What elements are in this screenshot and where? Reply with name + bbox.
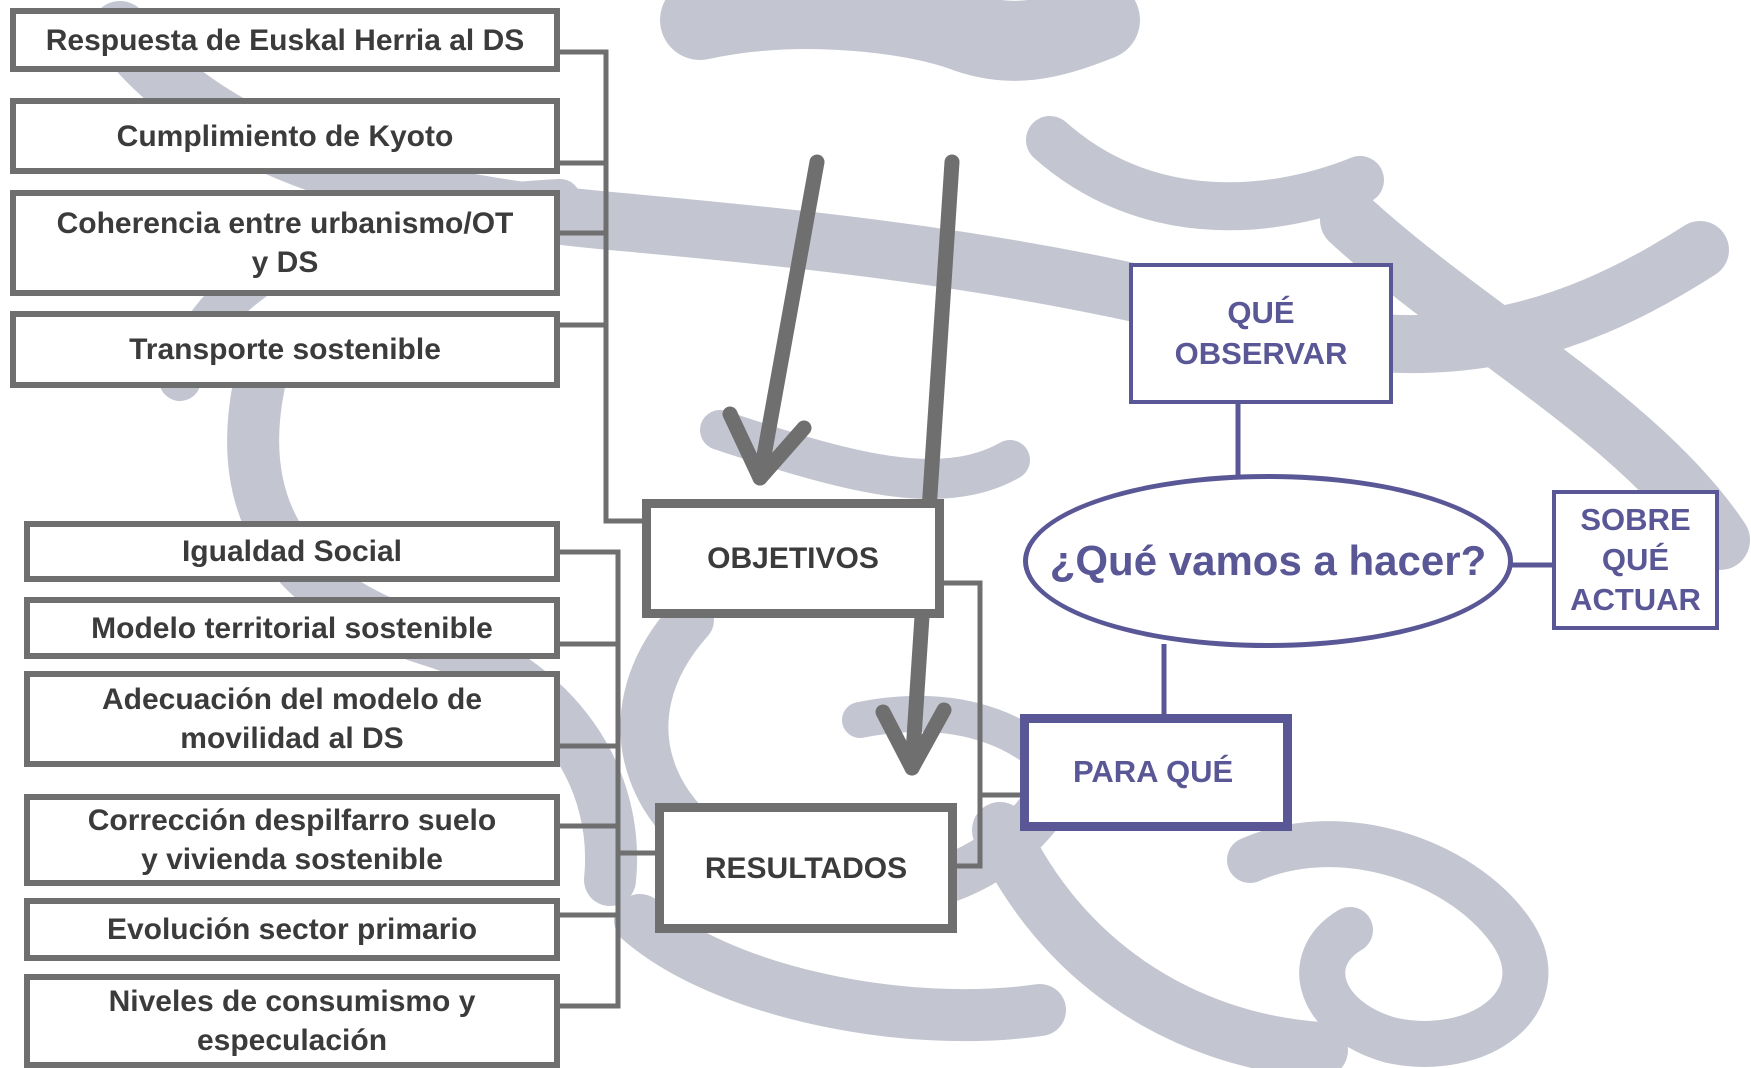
objective-item: Coherencia entre urbanismo/OT y DS xyxy=(10,190,560,296)
result-item: Adecuación del modelo de movilidad al DS xyxy=(24,671,560,767)
hubs-bracket xyxy=(942,580,983,869)
sobre-que-actuar-box: SOBRE QUÉ ACTUAR xyxy=(1552,490,1719,630)
arrow-to-objetivos xyxy=(752,154,825,486)
result-item: Igualdad Social xyxy=(24,521,560,582)
result-item: Corrección despilfarro suelo y vivienda … xyxy=(24,794,560,886)
arrow-to-objetivos-head xyxy=(722,406,812,486)
objetivos-box: OBJETIVOS xyxy=(642,499,944,618)
result-item: Evolución sector primario xyxy=(24,898,560,961)
arrow-to-resultados-head xyxy=(875,702,952,776)
objective-item: Respuesta de Euskal Herria al DS xyxy=(10,8,560,72)
que-vamos-a-hacer-ellipse: ¿Qué vamos a hacer? xyxy=(1023,474,1513,648)
resultados-box: RESULTADOS xyxy=(655,803,957,933)
result-item: Modelo territorial sostenible xyxy=(24,597,560,659)
que-observar-box: QUÉ OBSERVAR xyxy=(1129,263,1393,404)
arrow-to-resultados xyxy=(904,154,960,776)
para-que-box: PARA QUÉ xyxy=(1020,714,1292,831)
objective-item: Transporte sostenible xyxy=(10,311,560,388)
result-item: Niveles de consumismo y especulación xyxy=(24,974,560,1068)
objective-item: Cumplimiento de Kyoto xyxy=(10,98,560,174)
objectives-bracket xyxy=(558,49,648,524)
results-bracket xyxy=(558,549,621,1009)
